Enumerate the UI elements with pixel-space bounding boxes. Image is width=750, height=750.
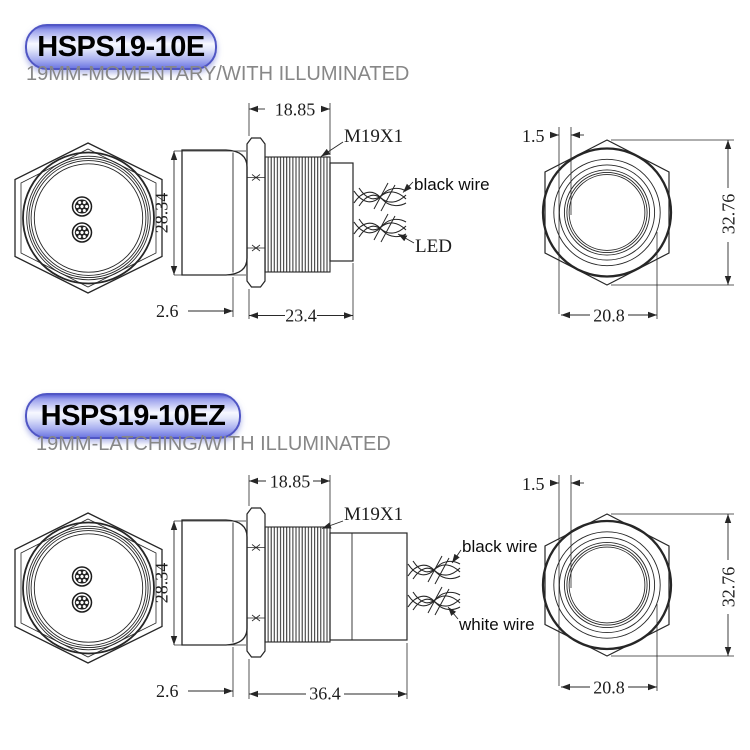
dimensions-2 <box>170 475 408 699</box>
led-leader <box>397 233 415 244</box>
wire-label-led-1: LED <box>415 236 452 257</box>
thread-spec-label-1: M19X1 <box>344 126 404 147</box>
dim-bezel-diameter-2: 28.34 <box>151 562 172 604</box>
white-wire-leader <box>447 606 459 620</box>
wire-label-black-2: black wire <box>462 537 538 556</box>
dim-thread-length-2: 18.85 <box>269 471 311 492</box>
rear-view-drawing-1 <box>541 139 673 286</box>
terminal-pin <box>71 196 93 217</box>
front-view-drawing-1 <box>14 142 163 294</box>
wire-label-black-1: black wire <box>414 175 490 194</box>
terminal-pin <box>71 592 93 613</box>
thread-spec-label-2: M19X1 <box>344 504 404 525</box>
side-view-drawing-1 <box>181 137 415 288</box>
rear-dimensions-1 <box>550 127 734 319</box>
dim-bezel-thickness-1: 2.6 <box>156 301 179 321</box>
twisted-wire <box>353 182 407 212</box>
black-wire-leader <box>451 549 462 564</box>
dim-bezel-thickness-2: 2.6 <box>156 681 179 701</box>
model-badge-1: HSPS19-10E <box>25 24 217 70</box>
dim-button-diameter-1: 20.8 <box>593 305 625 326</box>
dim-body-length-1: 23.4 <box>285 305 317 326</box>
product-subtitle-2: 19MM-LATCHING/WITH ILLUMINATED <box>36 433 391 455</box>
dim-ring-offset-1: 1.5 <box>522 126 545 146</box>
model-badge-2: HSPS19-10EZ <box>25 393 241 439</box>
thread-spec-leader <box>320 141 344 157</box>
dim-ring-offset-2: 1.5 <box>522 474 545 494</box>
terminal-pin <box>71 566 93 587</box>
terminal-pin <box>71 222 93 243</box>
dim-across-corners-2: 32.76 <box>718 566 739 608</box>
front-view-drawing-2 <box>14 512 163 664</box>
rear-view-drawing-2 <box>541 513 673 657</box>
twisted-wire <box>407 555 461 585</box>
twisted-wire <box>407 586 461 616</box>
thread-spec-leader <box>321 520 344 529</box>
dim-across-corners-1: 32.76 <box>718 193 739 235</box>
side-view-drawing-2 <box>181 507 462 658</box>
wire-label-white-2: white wire <box>459 615 535 634</box>
dim-thread-length-1: 18.85 <box>274 99 316 120</box>
dim-body-length-2: 36.4 <box>309 683 341 704</box>
black-wire-leader <box>402 181 414 193</box>
dim-button-diameter-2: 20.8 <box>593 677 625 698</box>
dimensions-1 <box>170 103 354 320</box>
dim-bezel-diameter-1: 28.34 <box>151 192 172 234</box>
twisted-wire <box>353 213 407 243</box>
product-subtitle-1: 19MM-MOMENTARY/WITH ILLUMINATED <box>26 63 410 85</box>
rear-dimensions-2 <box>550 475 734 691</box>
